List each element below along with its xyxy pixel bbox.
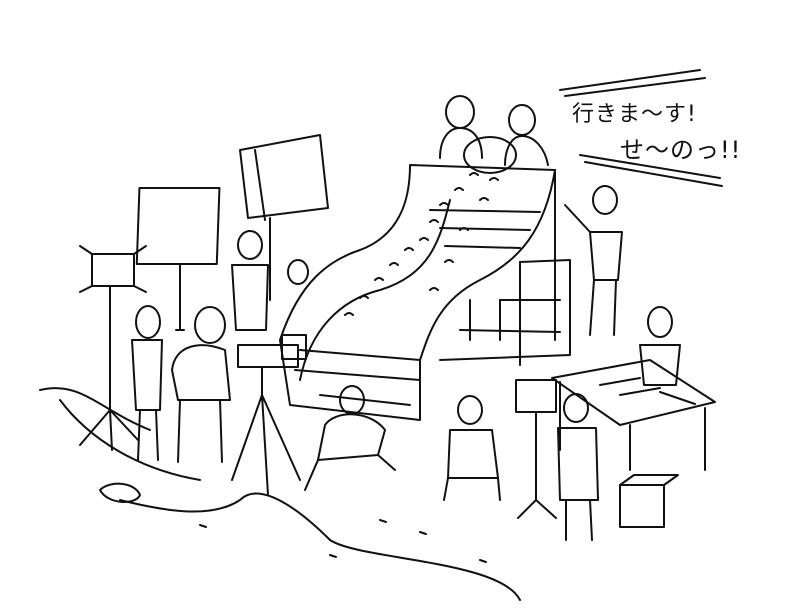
camera-tripod bbox=[232, 335, 306, 495]
softbox-light-right bbox=[240, 135, 328, 300]
person-at-table bbox=[640, 307, 680, 385]
person-crouching bbox=[305, 386, 395, 490]
cardboard-box bbox=[620, 475, 678, 527]
person-standing-back bbox=[232, 231, 268, 330]
barn-door-lamp bbox=[80, 246, 146, 450]
person-kneeling bbox=[444, 396, 500, 500]
person-right-standing bbox=[558, 394, 598, 540]
person-top-left bbox=[440, 96, 482, 158]
scaffold-platform bbox=[440, 170, 570, 365]
person-top-right bbox=[505, 105, 548, 165]
person-holding-sheet bbox=[565, 186, 622, 335]
softbox-light-left bbox=[137, 188, 220, 330]
floor-rock bbox=[100, 484, 140, 502]
speech-line-bottom bbox=[580, 155, 722, 186]
speech-line-top bbox=[560, 70, 705, 96]
barn-door-lamp-right bbox=[516, 380, 556, 518]
backdrop-sheet bbox=[280, 165, 555, 420]
photographer bbox=[172, 307, 230, 462]
floor-cables bbox=[40, 388, 520, 600]
person-woman-left bbox=[132, 306, 162, 460]
person-small-back bbox=[288, 260, 308, 284]
petal-bucket bbox=[464, 137, 516, 173]
falling-petals bbox=[200, 173, 498, 562]
speech-text-line-1: 行きま〜す! bbox=[572, 102, 697, 127]
speech-text-line-2: せ〜のっ!! bbox=[620, 136, 742, 164]
props-table bbox=[552, 360, 715, 470]
